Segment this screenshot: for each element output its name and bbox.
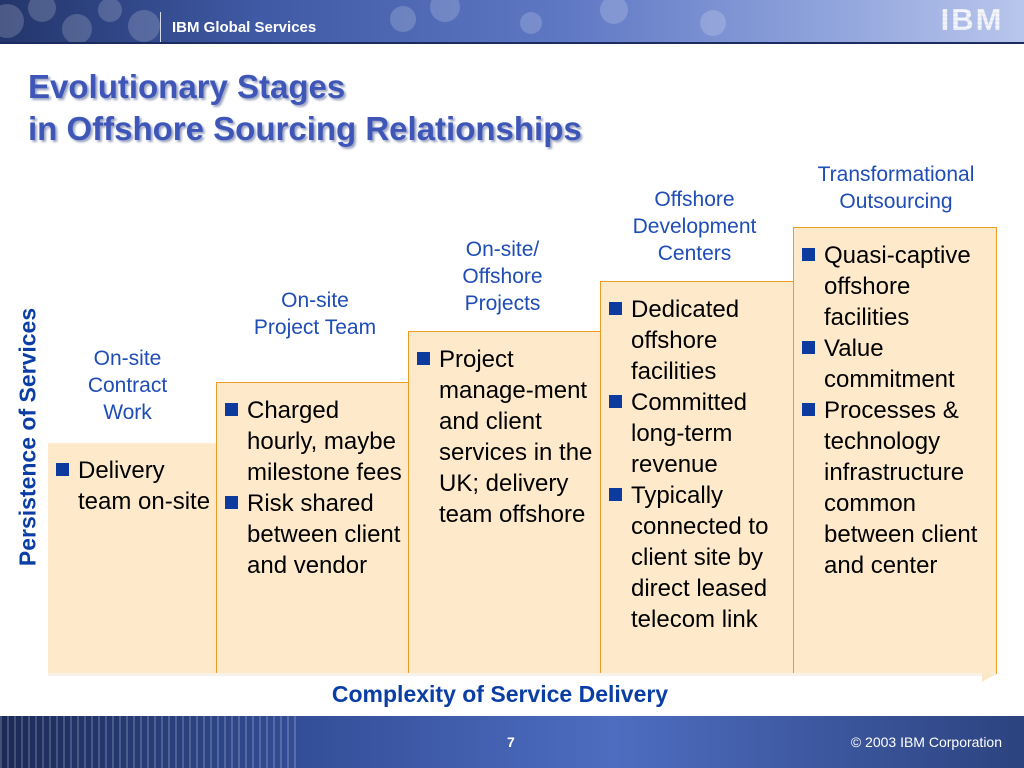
header-divider bbox=[160, 12, 161, 42]
stage-label-project-team: On-site Project Team bbox=[253, 289, 377, 339]
stage-label-contract-work: On-site Contract Work bbox=[87, 347, 168, 424]
stage-label-transformational: Transformational Outsourcing bbox=[817, 163, 975, 213]
stage-step-transformational: Quasi-captive offshore facilities Value … bbox=[793, 227, 997, 674]
header-rule bbox=[0, 42, 1024, 44]
diagram-baseline bbox=[48, 673, 996, 676]
stage-step-development-centers: Dedicated offshore facilities Committed … bbox=[600, 281, 795, 674]
slide-title: Evolutionary Stages in Offshore Sourcing… bbox=[28, 66, 582, 150]
slide-title-line1: Evolutionary Stages bbox=[28, 68, 346, 105]
bullet-item: Processes & technology infrastructure co… bbox=[800, 395, 992, 581]
bullet-item: Value commitment bbox=[800, 333, 992, 395]
decorative-bubble bbox=[128, 10, 160, 42]
bullet-item: Quasi-captive offshore facilities bbox=[800, 240, 992, 333]
decorative-bubble bbox=[430, 0, 460, 22]
bullet-item: Delivery team on-site bbox=[54, 455, 214, 517]
stage-label-development-centers: Offshore Development Centers bbox=[632, 188, 757, 265]
decorative-bubble bbox=[600, 0, 628, 24]
stage-bullets: Project manage-ment and client services … bbox=[415, 344, 597, 530]
header-bar: IBM Global Services IBM bbox=[0, 0, 1024, 42]
footer-bar bbox=[0, 716, 1024, 768]
copyright-text: © 2003 IBM Corporation bbox=[850, 734, 1002, 750]
decorative-bubble bbox=[98, 0, 122, 22]
y-axis-label: Persistence of Services bbox=[14, 307, 41, 567]
stage-bullets: Charged hourly, maybe milestone fees Ris… bbox=[223, 395, 405, 581]
bullet-item: Project manage-ment and client services … bbox=[415, 344, 597, 530]
bullet-item: Typically connected to client site by di… bbox=[607, 480, 790, 635]
arrow-right-icon bbox=[982, 668, 994, 682]
stage-step-contract-work: Delivery team on-site bbox=[48, 443, 218, 674]
decorative-bubble bbox=[700, 10, 726, 36]
decorative-bubble bbox=[520, 12, 542, 34]
header-title: IBM Global Services bbox=[172, 19, 317, 36]
decorative-bubble bbox=[0, 4, 24, 38]
stage-label-offshore-projects: On-site/ Offshore Projects bbox=[462, 238, 543, 315]
ibm-logo: IBM bbox=[930, 2, 1014, 37]
stage-bullets: Delivery team on-site bbox=[54, 455, 214, 517]
bullet-item: Risk shared between client and vendor bbox=[223, 488, 405, 581]
stage-step-project-team: Charged hourly, maybe milestone fees Ris… bbox=[216, 382, 410, 674]
bullet-item: Charged hourly, maybe milestone fees bbox=[223, 395, 405, 488]
bullet-item: Committed long-term revenue bbox=[607, 387, 790, 480]
footer-stripes bbox=[0, 716, 300, 768]
stage-bullets: Quasi-captive offshore facilities Value … bbox=[800, 240, 992, 581]
decorative-bubble bbox=[62, 14, 92, 42]
bullet-item: Dedicated offshore facilities bbox=[607, 294, 790, 387]
stage-step-offshore-projects: Project manage-ment and client services … bbox=[408, 331, 602, 674]
slide-title-line2: in Offshore Sourcing Relationships bbox=[28, 110, 582, 147]
x-axis-label: Complexity of Service Delivery bbox=[331, 681, 669, 707]
stage-bullets: Dedicated offshore facilities Committed … bbox=[607, 294, 790, 635]
decorative-bubble bbox=[390, 6, 416, 32]
page-number: 7 bbox=[507, 734, 515, 750]
decorative-bubble bbox=[28, 0, 56, 22]
